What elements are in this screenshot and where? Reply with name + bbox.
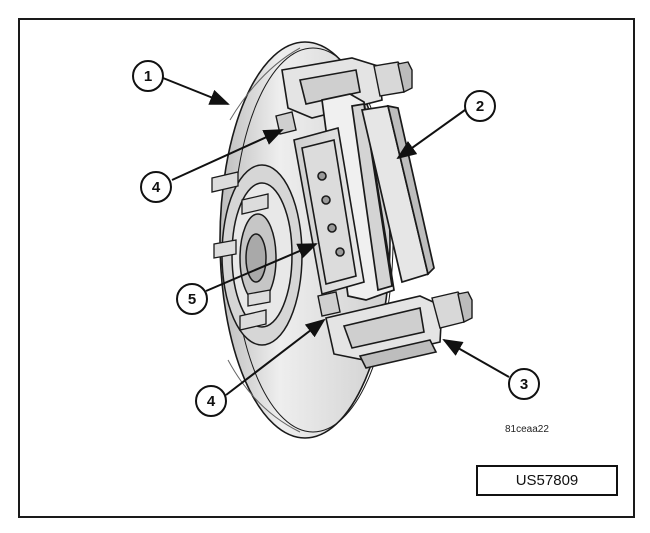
wheel-studs xyxy=(211,171,271,331)
slide-pin-bolts xyxy=(373,61,473,329)
reference-id-box: US57809 xyxy=(476,465,618,496)
svg-text:4: 4 xyxy=(152,179,161,196)
pad-abutment-clips xyxy=(275,111,341,317)
svg-text:3: 3 xyxy=(520,376,528,393)
svg-text:2: 2 xyxy=(476,98,484,115)
brake-pad xyxy=(293,126,365,296)
svg-text:1: 1 xyxy=(144,68,152,85)
figure-code: 81ceaa22 xyxy=(505,424,549,435)
leader-2 xyxy=(396,109,466,160)
callout-3: 3 xyxy=(508,368,540,400)
reference-id: US57809 xyxy=(515,472,579,489)
callout-4-lower: 4 xyxy=(195,385,227,417)
leader-lines xyxy=(162,77,510,396)
leader-5 xyxy=(205,243,318,292)
callout-5: 5 xyxy=(176,283,208,315)
leader-4-lower xyxy=(225,318,326,396)
leader-3 xyxy=(442,339,510,378)
callout-2: 2 xyxy=(464,90,496,122)
svg-text:4: 4 xyxy=(207,393,216,410)
svg-text:5: 5 xyxy=(188,291,196,308)
callout-1: 1 xyxy=(132,60,164,92)
leader-1 xyxy=(162,77,230,105)
callout-4-upper: 4 xyxy=(140,171,172,203)
leader-4-upper xyxy=(171,129,284,181)
